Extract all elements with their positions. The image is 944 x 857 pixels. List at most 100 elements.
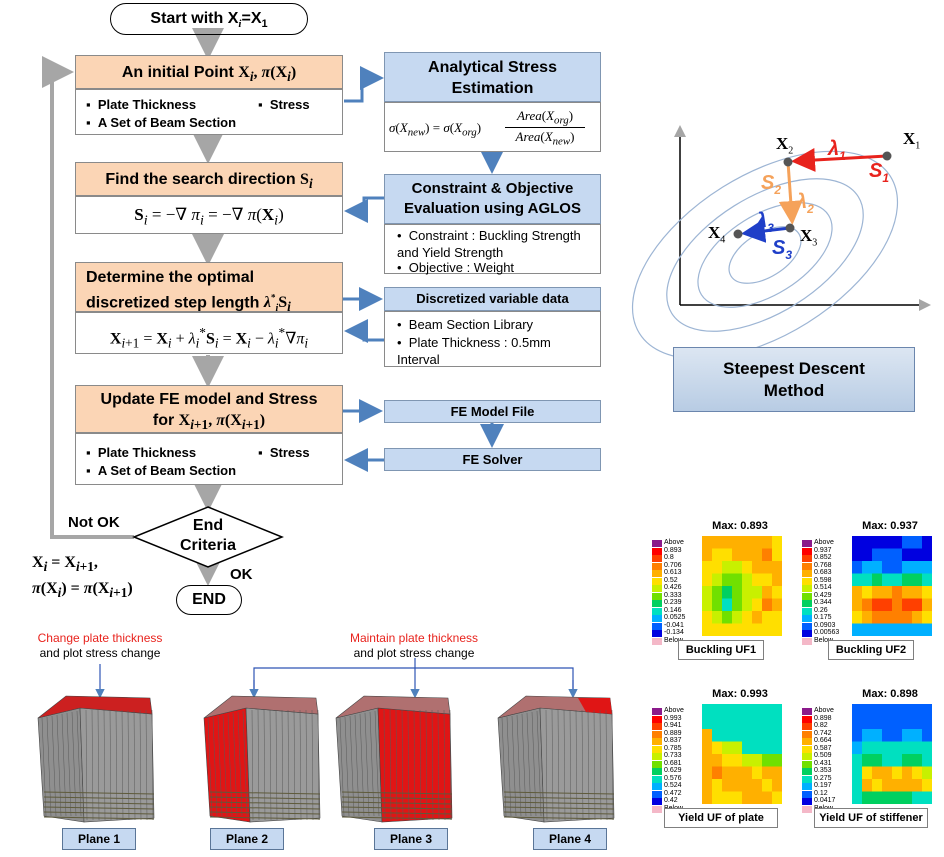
legend-entry: 0.598 <box>802 577 850 586</box>
end-node: END <box>176 585 242 615</box>
update-line1: Update FE model and Stress <box>100 391 318 408</box>
legend-entry: 0.431 <box>802 760 850 769</box>
legend-entry: 0.524 <box>652 782 700 791</box>
start-node: Start with Xi=X1 <box>110 3 308 35</box>
bullet-text: Plate Thickness <box>97 97 197 112</box>
legend-swatch <box>652 730 662 738</box>
discretized-body: • Beam Section Library • Plate Thickness… <box>384 311 601 367</box>
determine-line2-wrap: discretized step length λ*iSi <box>86 293 291 315</box>
initial-point-label: An initial Point <box>121 64 234 81</box>
update-line2-wrap: for Xi+1, π(Xi+1) <box>152 412 266 433</box>
legend-entry: 0.785 <box>652 745 700 754</box>
uf-contour <box>852 704 932 804</box>
bullet-text: Plate Thickness <box>97 445 197 460</box>
pt: X <box>800 226 813 245</box>
start-label: Start with X <box>150 10 239 27</box>
legend-swatch <box>802 555 812 562</box>
legend-swatch <box>652 775 662 783</box>
bullet-text: Objective : Weight <box>408 260 515 275</box>
find-direction-header: Find the search direction Si <box>75 162 343 196</box>
legend-swatch <box>802 745 812 753</box>
legend-swatch <box>802 798 812 805</box>
legend-swatch <box>802 607 812 615</box>
legend-swatch <box>652 745 662 753</box>
legend-value: 0.893 <box>664 546 682 554</box>
legend-swatch <box>652 622 662 630</box>
legend-entry: 0.768 <box>802 562 850 571</box>
find-direction-formula: Si = −∇ πi = −∇ π(Xi) <box>75 196 343 234</box>
uf-label: Yield UF of plate <box>664 808 778 828</box>
uf-contour <box>852 536 932 636</box>
bullet-item: • Objective : Weight <box>397 260 515 275</box>
discretized-box: Discretized variable data <box>384 287 601 311</box>
legend-swatch <box>802 615 812 622</box>
legend-value: -0.041 <box>664 621 684 629</box>
uf-contour <box>702 536 782 636</box>
bullet-item: ▪ Stress <box>258 97 310 112</box>
legend-entry: 0.852 <box>802 554 850 563</box>
legend-entry: 0.742 <box>802 730 850 739</box>
legend-value: 0.8 <box>664 554 674 561</box>
start-tail-sub: 1 <box>261 18 268 31</box>
legend-swatch <box>802 540 812 547</box>
legend-entry: Above <box>802 539 850 548</box>
legend-value: 0.852 <box>814 554 832 561</box>
legend-entry: 0.175 <box>802 614 850 623</box>
update-header: Update FE model and Stress for Xi+1, π(X… <box>75 385 343 433</box>
analytical-title: Analytical Stress Estimation <box>428 59 557 97</box>
legend-entry: 0.333 <box>652 592 700 601</box>
lambda3-label: λ3 <box>756 210 774 235</box>
legend-swatch <box>802 768 812 775</box>
constraint-body: • Constraint : Buckling Strength and Yie… <box>384 224 601 275</box>
legend-swatch <box>652 570 662 577</box>
legend-entry: 0.146 <box>652 607 700 616</box>
legend-swatch <box>652 615 662 622</box>
plane-1-label: Plane 1 <box>62 828 136 850</box>
plane-2-label: Plane 2 <box>210 828 284 850</box>
legend-entry: 0.52 <box>652 577 700 586</box>
uf-label: Buckling UF2 <box>828 640 914 660</box>
legend-entry: 0.509 <box>802 752 850 761</box>
legend-swatch <box>652 562 662 570</box>
legend-swatch <box>802 622 812 630</box>
uf-max: Max: 0.898 <box>862 688 918 700</box>
legend-swatch <box>652 805 662 813</box>
legend-entry: 0.275 <box>802 775 850 784</box>
legend-value: 0.344 <box>814 599 832 606</box>
legend-swatch <box>802 592 812 600</box>
legend-entry: Above <box>802 707 850 716</box>
legend-value: 0.472 <box>664 789 682 797</box>
legend-value: 0.889 <box>664 729 682 737</box>
bullet-item: • Beam Section Library <box>397 317 534 332</box>
point-x4: X4 <box>708 223 725 245</box>
legend-swatch <box>652 577 662 585</box>
legend-entry: 0.00563 <box>802 629 850 638</box>
analytical-formula: σ(Xnew) = σ(Xorg) Area(Xorg) Area(Xnew) <box>384 102 601 152</box>
initial-point-formula: Xi, π(Xi) <box>238 64 297 85</box>
not-ok-label: Not OK <box>68 514 120 531</box>
uf-contour <box>702 704 782 804</box>
legend-entry: 0.12 <box>802 790 850 799</box>
legend-value: 0.587 <box>814 744 832 752</box>
find-direction-label: Find the search direction <box>105 171 296 188</box>
legend-swatch <box>652 715 662 723</box>
legend-swatch <box>802 738 812 745</box>
bullet-text: Stress <box>269 445 310 460</box>
caption-black: and plot stress change <box>39 646 161 660</box>
fe-model-file-box: FE Model File <box>384 400 601 423</box>
legend-swatch <box>802 547 812 555</box>
legend-entry: 0.0417 <box>802 797 850 806</box>
bullet-text: Stress <box>269 97 310 112</box>
legend-swatch <box>652 600 662 607</box>
legend-value: 0.175 <box>814 614 832 621</box>
plane-model-3 <box>335 695 453 823</box>
s1-label: S1 <box>869 160 890 185</box>
legend-value: 0.26 <box>814 606 828 614</box>
legend-swatch <box>802 760 812 768</box>
plane-model-4 <box>497 695 615 823</box>
pt: X <box>708 223 721 242</box>
legend-value: 0.629 <box>664 767 682 774</box>
